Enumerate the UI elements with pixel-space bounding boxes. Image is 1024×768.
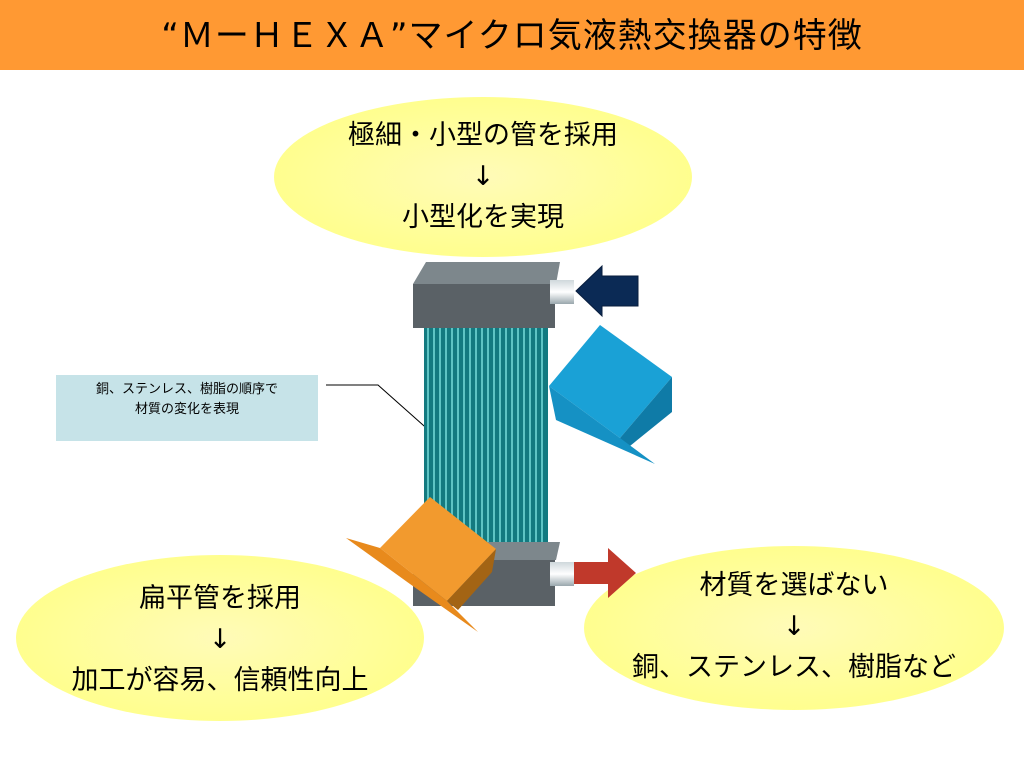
callout-box: [56, 375, 318, 441]
bottom-right-bubble: [584, 546, 1004, 710]
page-title: “ＭーＨＥＸＡ”マイクロ気液熱交換器の特徴: [161, 16, 863, 56]
bottom-left-bubble-line2: 加工が容易、信頼性向上: [71, 665, 369, 696]
air-inflow-arrow: [549, 325, 672, 464]
fluid-inlet-arrow: [575, 264, 639, 318]
top-bubble-line2: 小型化を実現: [402, 202, 564, 233]
bottom-right-bubble-line1: 材質を選ばない: [699, 570, 889, 601]
callout-leader-line: [326, 384, 433, 434]
callout-line1: 銅、ステンレス、樹脂の順序で: [95, 382, 278, 397]
down-arrow: ↓: [471, 161, 495, 192]
top-bubble-line1: 極細・小型の管を採用: [348, 120, 618, 151]
bottom-left-bubble-line1: 扁平管を採用: [139, 583, 301, 614]
down-arrow: ↓: [782, 611, 806, 642]
bottom-right-bubble-line2: 銅、ステンレス、樹脂など: [632, 652, 956, 683]
bottom-left-bubble-text: 扁平管を採用 ↓ 加工が容易、信頼性向上: [18, 578, 422, 701]
bottom-right-bubble-text: 材質を選ばない ↓ 銅、ステンレス、樹脂など: [586, 565, 1002, 688]
callout-text: 銅、ステンレス、樹脂の順序で 材質の変化を表現: [56, 380, 318, 420]
title-bar: [0, 0, 1024, 70]
top-bubble: [274, 97, 692, 257]
fluid-outlet-arrow: [574, 548, 636, 598]
callout-line2: 材質の変化を表現: [134, 402, 239, 417]
top-header: [413, 262, 574, 328]
air-outflow-arrow: [346, 497, 496, 632]
top-bubble-text: 極細・小型の管を採用 ↓ 小型化を実現: [276, 115, 690, 238]
bottom-left-bubble: [16, 555, 424, 721]
down-arrow: ↓: [208, 624, 232, 655]
